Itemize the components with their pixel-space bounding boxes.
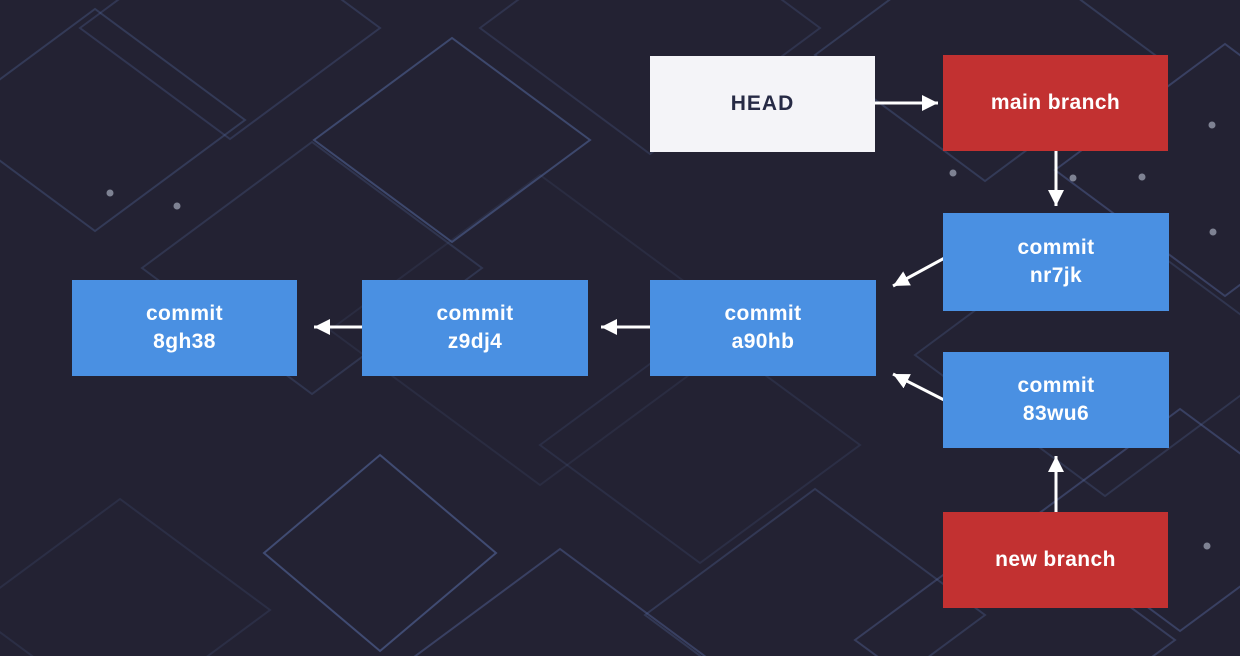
pattern-dots [106,121,1217,550]
head-node: HEAD [650,56,875,152]
arrow-commit-nr7jk-to-commit-a90hb [892,253,951,288]
commit-node-8gh38: commit 8gh38 [72,280,297,376]
commit-z9dj4-label: commit z9dj4 [436,301,514,353]
commit-node-a90hb: commit a90hb [650,280,876,376]
arrow-commit-83wu6-to-commit-a90hb [892,372,951,405]
commit-8gh38-label: commit 8gh38 [145,301,224,353]
commit-a90hb-label: commit a90hb [724,301,802,353]
commit-nr7jk-label: commit nr7jk [1017,235,1095,287]
commit-node-83wu6: commit 83wu6 [943,352,1169,448]
main-branch-node: main branch [943,55,1168,151]
new-branch-label: new branch [995,547,1116,571]
head-label: HEAD [730,91,795,115]
commit-node-nr7jk: commit nr7jk [943,213,1169,311]
commit-node-z9dj4: commit z9dj4 [362,280,588,376]
commit-83wu6-label: commit 83wu6 [1017,373,1095,425]
new-branch-node: new branch [943,512,1168,608]
main-branch-label: main branch [990,90,1121,114]
